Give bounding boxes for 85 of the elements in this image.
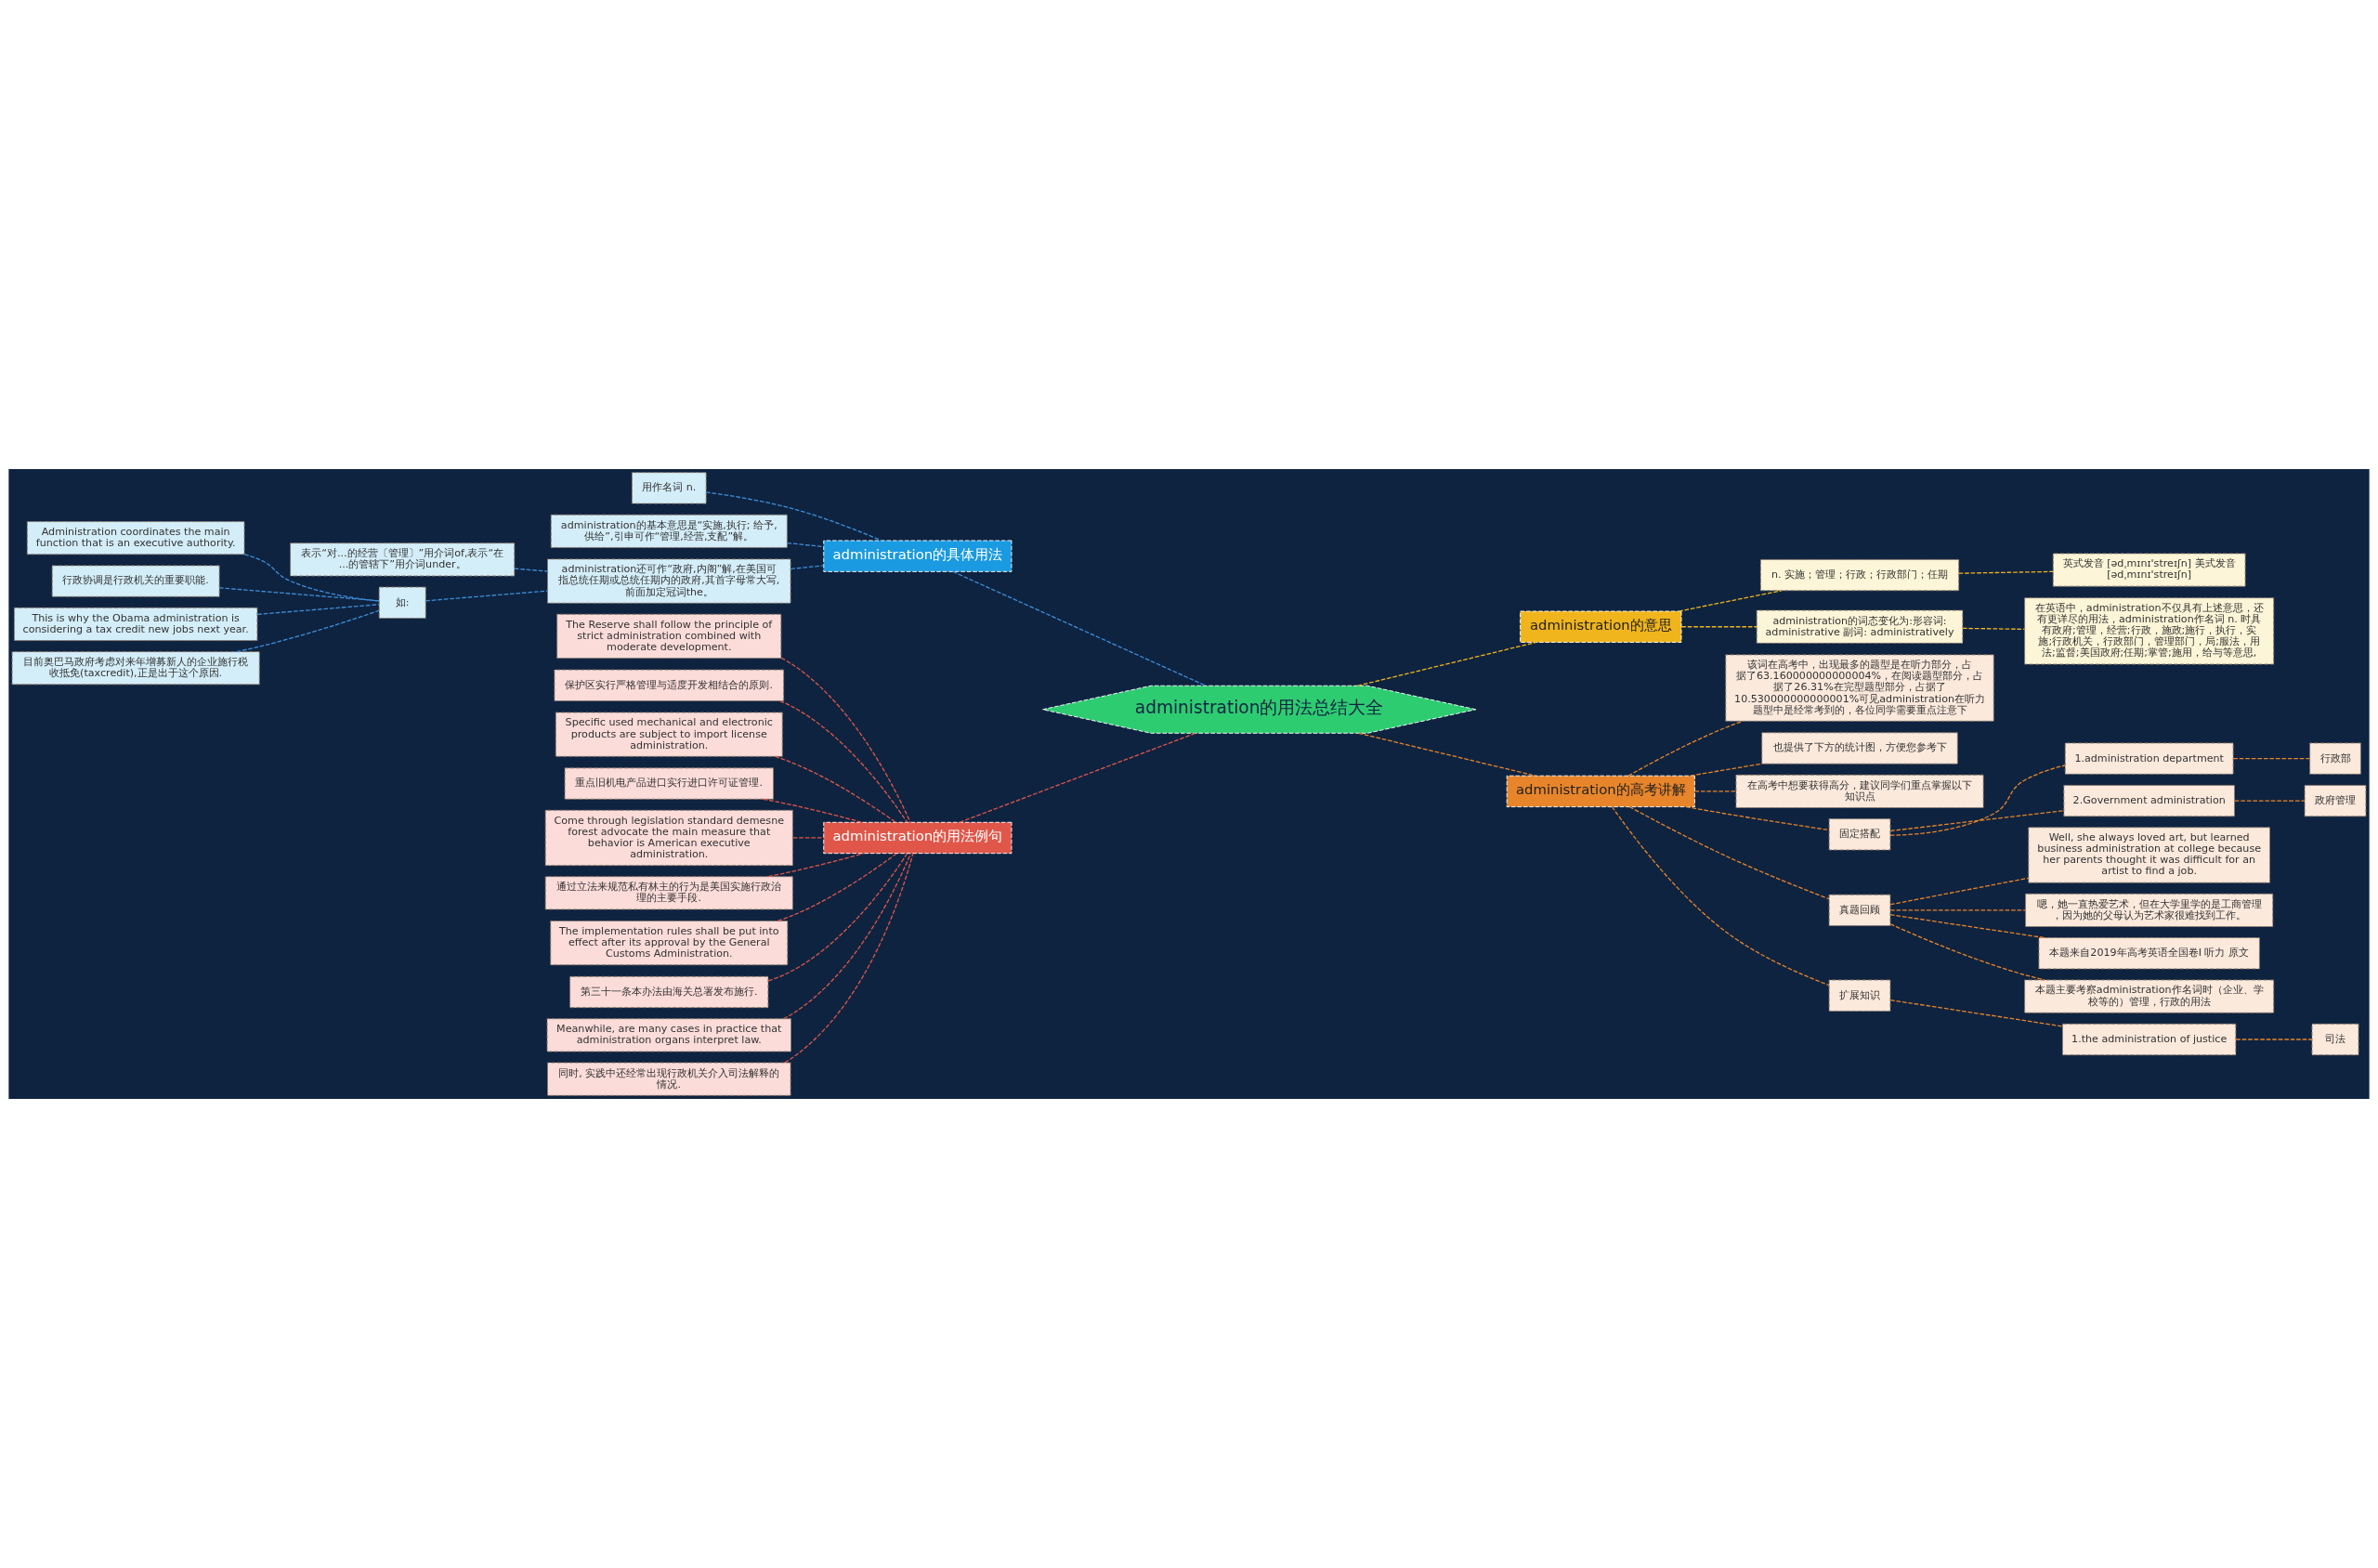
connector	[1628, 805, 1830, 900]
connector	[1962, 627, 2026, 631]
connector	[790, 565, 825, 570]
node-box: Well, she always loved art, but learned business administration at college because her parents thought it was difficult for an artist to find a job.	[2028, 827, 2270, 883]
node-box: 真题回顾	[1828, 894, 1891, 927]
node-box: Administration coordinates the main function that is an executive authority.	[26, 521, 245, 555]
connector	[1357, 732, 1536, 777]
node-box: 该词在高考中，出现最多的题型是在听力部分，占据了63.160000000000004%，在阅读题型部分，占据了26.31%在完型题型部分，占据了10.530000000000001%可见administration在听力题型中是经常考到的，各位同学需要重点注意下	[1725, 654, 1994, 722]
connector	[2235, 1039, 2313, 1040]
node-box: administration的用法例句	[823, 821, 1013, 855]
connector	[2232, 758, 2310, 760]
connector	[786, 542, 825, 548]
connector	[780, 657, 911, 823]
node-box: 目前奥巴马政府考虑对来年增募新人的企业施行税收抵免(taxcredit),正是出于这个原因.	[11, 651, 260, 686]
node-box: Specific used mechanical and electronic products are subject to import license administration.	[555, 712, 783, 757]
node-box: 扩展知识	[1828, 979, 1891, 1012]
connector	[1627, 720, 1744, 777]
connector	[705, 491, 882, 542]
connector	[778, 699, 908, 823]
node-box: administration的具体用法	[823, 540, 1013, 572]
node-box: 嗯，她一直热爱艺术，但在大学里学的是工商管理，因为她的父母认为艺术家很难找到工作。	[2025, 893, 2274, 927]
connector	[774, 755, 896, 823]
node-box: 2.Government administration	[2063, 784, 2235, 817]
node-box: 本题主要考察administration作名词时（企业、学校等的）管理，行政的用法	[2024, 979, 2275, 1013]
node-box: 政府管理	[2304, 784, 2367, 817]
node-box: n. 实施；管理；行政；行政部门；任期	[1759, 558, 1960, 592]
node-box: Come through legislation standard demesne forest advocate the main measure that behavior is American executive administration.	[544, 809, 793, 867]
connector	[1889, 909, 2026, 911]
connector	[959, 732, 1196, 823]
node-box: 在高考中想要获得高分，建议同学们重点掌握以下知识点	[1735, 774, 1984, 808]
connector	[514, 568, 549, 572]
node-box: 也提供了下方的统计图，方便您参考下	[1761, 732, 1958, 764]
node-box: The Reserve shall follow the principle of strict administration combined with moderate development.	[556, 613, 782, 660]
connector	[1889, 1000, 2063, 1027]
node-box: administration的词态变化为:形容词: administrative 副词: administratively	[1756, 609, 1964, 644]
node-box: 1.administration department	[2064, 742, 2234, 775]
connector	[1693, 791, 1737, 792]
connector	[792, 837, 825, 839]
node-box: 司法	[2311, 1023, 2359, 1056]
connector	[1958, 570, 2054, 574]
connector	[1678, 590, 1783, 612]
node-box: administration的基本意思是“实施,执行; 给予,供给”,引申可作“管理,经营,支配”解。	[550, 514, 788, 548]
node-box: 固定搭配	[1828, 818, 1891, 851]
connector	[256, 604, 380, 616]
connector	[218, 587, 380, 602]
connector	[1889, 764, 2066, 836]
node-box: administration的意思	[1520, 610, 1682, 643]
connector	[782, 853, 912, 1020]
connector	[2234, 800, 2306, 802]
connector	[235, 609, 380, 653]
node-box: 重点旧机电产品进口实行进口许可证管理.	[564, 767, 774, 800]
node-box: 本题来自2019年高考英语全国卷I 听力 原文	[2038, 937, 2260, 970]
connector	[1356, 641, 1537, 686]
node-box: 行政部	[2309, 742, 2361, 775]
node-box: 如:	[378, 586, 426, 619]
connector	[767, 853, 908, 982]
node-box: 英式发音 [ədˌmɪnɪ'streɪʃn] 美式发音 [ədˌmɪnɪ'streɪʃn]	[2052, 553, 2246, 587]
connector	[1889, 810, 2065, 832]
node-box: 1.the administration of justice	[2062, 1023, 2237, 1056]
connector	[425, 590, 549, 602]
node-box: 通过立法来规范私有林主的行为是美国实施行政治理的主要手段.	[544, 876, 793, 910]
connector	[1889, 914, 2045, 939]
node-box: 行政协调是行政机关的重要职能.	[51, 565, 220, 597]
node-box: Meanwhile, are many cases in practice that administration organs interpret law.	[546, 1018, 791, 1052]
connector	[1889, 877, 2030, 906]
connector	[784, 853, 914, 1064]
node-box: The implementation rules shall be put into effect after its approval by the General Customs Administration.	[550, 921, 789, 966]
node-box: 用作名词 n.	[631, 472, 707, 504]
connector	[1889, 923, 2045, 981]
connector	[1611, 805, 1830, 987]
connector	[767, 853, 865, 878]
node-box: This is why the Obama administration is considering a tax credit new jobs next year.	[13, 607, 258, 642]
node-box: administration的高考讲解	[1506, 775, 1695, 808]
node-box: 在英语中，administration不仅具有上述意思，还有更详尽的用法，administration作名词 n. 时具有政府;管理，经营;行政，施政;施行，执行，实施;行政机关，行政部门，管理部门，局;服法，用法;监督;美国政府;任期;掌管;施用，给与等意思,	[2024, 597, 2275, 665]
node-box: 表示“对...的经营〔管理〕”用介词of,表示“在...的管辖下”用介词under。	[290, 542, 516, 577]
node-box: 第三十一条本办法由海关总署发布施行.	[569, 975, 769, 1009]
connector	[1690, 763, 1763, 777]
node-box: administration还可作“政府,内阁”解,在美国可指总统任期或总统任期内的政府,其首字母常大写,前面加定冠词the。	[547, 558, 791, 604]
node-box: 同时, 实践中还经常出现行政机关介入司法解释的情况.	[547, 1062, 791, 1096]
node-box: 保护区实行严格管理与适度开发相结合的原则.	[554, 669, 785, 701]
connector	[1685, 805, 1830, 831]
connector	[777, 853, 897, 922]
connector	[1680, 626, 1757, 628]
connector	[952, 570, 1207, 686]
connector	[763, 798, 863, 823]
